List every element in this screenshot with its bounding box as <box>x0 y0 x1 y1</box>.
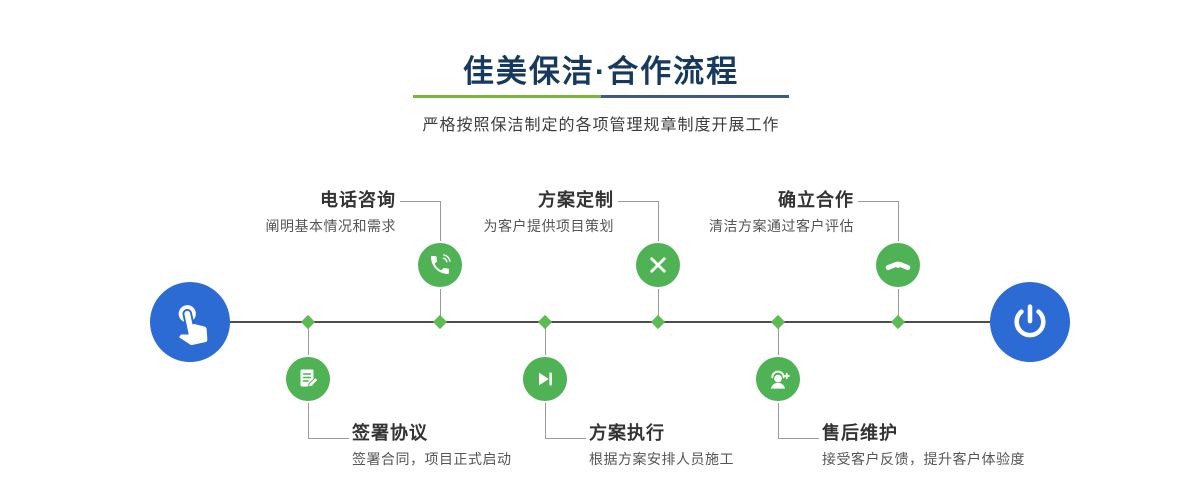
step-node-design <box>636 243 680 287</box>
end-node <box>990 282 1070 362</box>
step-desc: 根据方案安排人员施工 <box>589 451 734 467</box>
connector-stem <box>658 287 659 322</box>
step-node-cooperation <box>876 243 920 287</box>
step-label-support: 售后维护 接受客户反馈，提升客户体验度 <box>822 423 1025 468</box>
junction-diamond <box>300 314 316 330</box>
label-connector <box>308 401 349 439</box>
connector-stem <box>440 287 441 322</box>
contract-icon <box>300 369 319 388</box>
step-desc: 为客户提供项目策划 <box>483 218 614 234</box>
power-icon <box>1014 304 1046 338</box>
label-connector <box>545 401 586 439</box>
step-label-cooperation: 确立合作 清洁方案通过客户评估 <box>709 190 854 235</box>
label-connector <box>400 201 441 244</box>
design-tools-icon <box>650 257 666 273</box>
step-desc: 签署合同，项目正式启动 <box>352 451 512 467</box>
title-divider <box>413 95 789 98</box>
step-label-contract: 签署协议 签署合同，项目正式启动 <box>352 423 512 468</box>
page-title: 佳美保洁·合作流程 <box>462 54 740 89</box>
label-connector <box>858 201 899 244</box>
connector-stem <box>778 322 779 357</box>
junction-diamond <box>432 314 448 330</box>
step-title: 售后维护 <box>822 423 898 443</box>
junction-diamond <box>537 314 553 330</box>
connector-stem <box>308 322 309 357</box>
junction-diamond <box>890 314 906 330</box>
step-desc: 接受客户反馈，提升客户体验度 <box>822 451 1025 467</box>
step-label-design: 方案定制 为客户提供项目策划 <box>484 190 615 235</box>
play-forward-icon <box>539 372 552 386</box>
step-node-contract <box>286 357 330 401</box>
label-connector <box>778 401 819 439</box>
connector-stem <box>898 287 899 322</box>
divider-green-segment <box>413 95 601 98</box>
page-subtitle: 严格按照保洁制定的各项管理规章制度开展工作 <box>422 117 780 134</box>
step-title: 方案执行 <box>589 423 665 443</box>
step-node-execute <box>523 357 567 401</box>
connector-stem <box>545 322 546 357</box>
step-node-phone <box>418 243 462 287</box>
start-node <box>150 282 230 362</box>
pointing-hand-icon <box>178 305 208 346</box>
step-desc: 阐明基本情况和需求 <box>265 218 396 234</box>
support-agent-icon <box>771 370 790 389</box>
timeline-line <box>190 321 1030 323</box>
step-title: 签署协议 <box>352 423 428 443</box>
junction-diamond <box>650 314 666 330</box>
step-desc: 清洁方案通过客户评估 <box>709 218 854 234</box>
divider-blue-segment <box>601 95 789 98</box>
step-title: 方案定制 <box>538 190 614 210</box>
phone-icon <box>431 254 451 274</box>
step-node-support <box>756 357 800 401</box>
step-title: 电话咨询 <box>320 190 396 210</box>
step-label-phone: 电话咨询 阐明基本情况和需求 <box>266 190 397 235</box>
step-label-execute: 方案执行 根据方案安排人员施工 <box>589 423 734 468</box>
label-connector <box>618 201 659 244</box>
handshake-icon <box>885 261 911 271</box>
junction-diamond <box>770 314 786 330</box>
step-title: 确立合作 <box>778 190 854 210</box>
